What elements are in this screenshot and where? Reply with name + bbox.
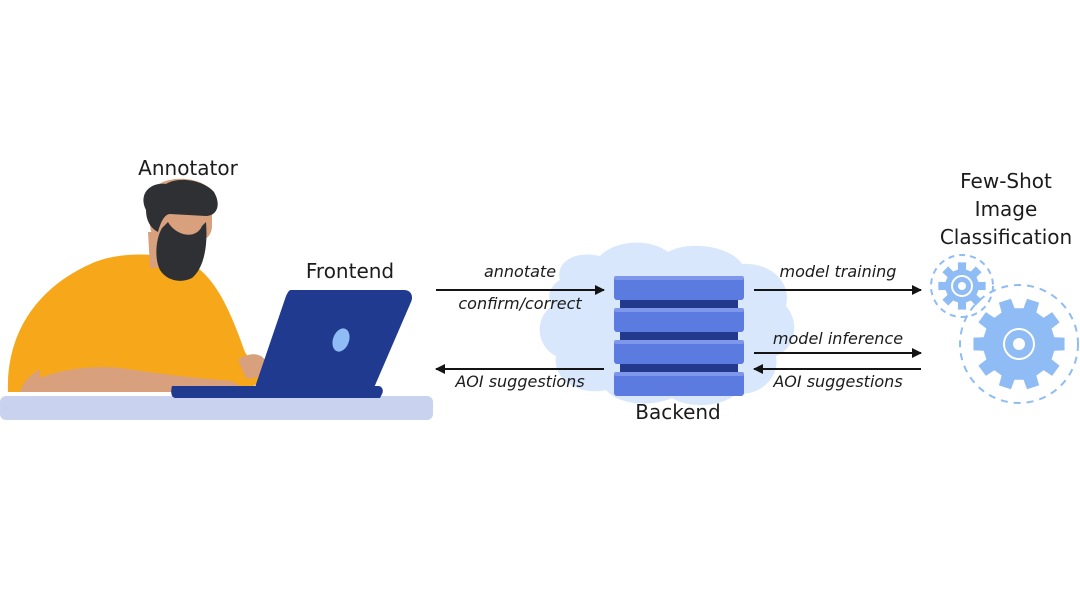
large-gear-icon <box>973 298 1065 390</box>
annotator-label: Annotator <box>138 156 238 180</box>
laptop-screen <box>252 290 413 396</box>
beard-shape <box>156 222 207 281</box>
edge-label-model-training: model training <box>779 262 897 281</box>
gear-hole <box>1013 338 1025 350</box>
frontend-label: Frontend <box>305 259 395 283</box>
few-shot-label: Few-Shot Image Classification <box>940 167 1072 251</box>
hair-shape <box>143 179 218 232</box>
edge-label-confirm-correct: confirm/correct <box>458 294 582 313</box>
few-shot-label-line2: Image <box>974 197 1038 221</box>
gear-hole <box>958 282 966 290</box>
arrows <box>435 285 922 374</box>
small-gear-icon <box>938 262 986 310</box>
gear-ring <box>951 275 973 297</box>
arm-shape <box>20 361 250 392</box>
few-shot-label-line3: Classification <box>939 225 1073 249</box>
edge-label-model-inference: model inference <box>772 329 904 348</box>
edge-label-aoi-suggestions-right: AOI suggestions <box>773 372 903 391</box>
gears-icon <box>930 254 1079 404</box>
desk-shape <box>0 396 433 420</box>
backend-label: Backend <box>635 400 721 424</box>
person-at-laptop-icon <box>0 178 433 420</box>
few-shot-label-line1: Few-Shot <box>960 169 1052 193</box>
gear-ring <box>1003 328 1035 360</box>
server-stack-icon <box>539 242 795 406</box>
laptop-base <box>171 386 383 398</box>
edge-label-annotate: annotate <box>483 262 557 281</box>
edge-label-aoi-suggestions-left: AOI suggestions <box>455 372 585 391</box>
